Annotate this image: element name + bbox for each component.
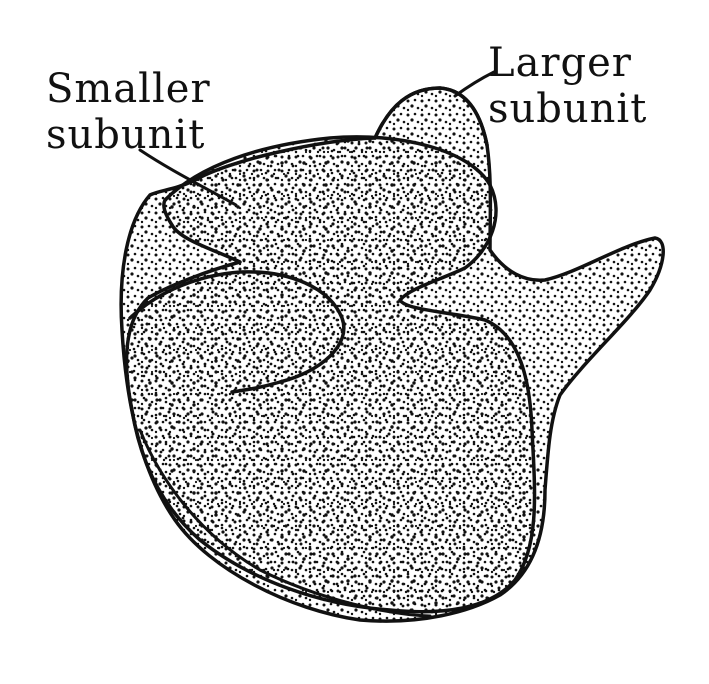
larger-subunit-label-line1: Larger bbox=[488, 40, 632, 86]
smaller-subunit-label: Smaller subunit bbox=[46, 66, 211, 158]
larger-subunit-pointer bbox=[453, 70, 496, 98]
smaller-subunit-shape bbox=[124, 135, 537, 614]
inner-fold-line bbox=[128, 270, 346, 394]
smaller-subunit-pointer bbox=[138, 148, 238, 207]
rim-line bbox=[138, 428, 432, 618]
larger-subunit-label: Larger subunit bbox=[488, 40, 647, 132]
larger-subunit-horn bbox=[373, 86, 489, 147]
larger-subunit-label-line2: subunit bbox=[488, 86, 648, 132]
smaller-subunit-label-line1: Smaller bbox=[46, 66, 211, 112]
smaller-subunit-label-line2: subunit bbox=[46, 112, 206, 158]
